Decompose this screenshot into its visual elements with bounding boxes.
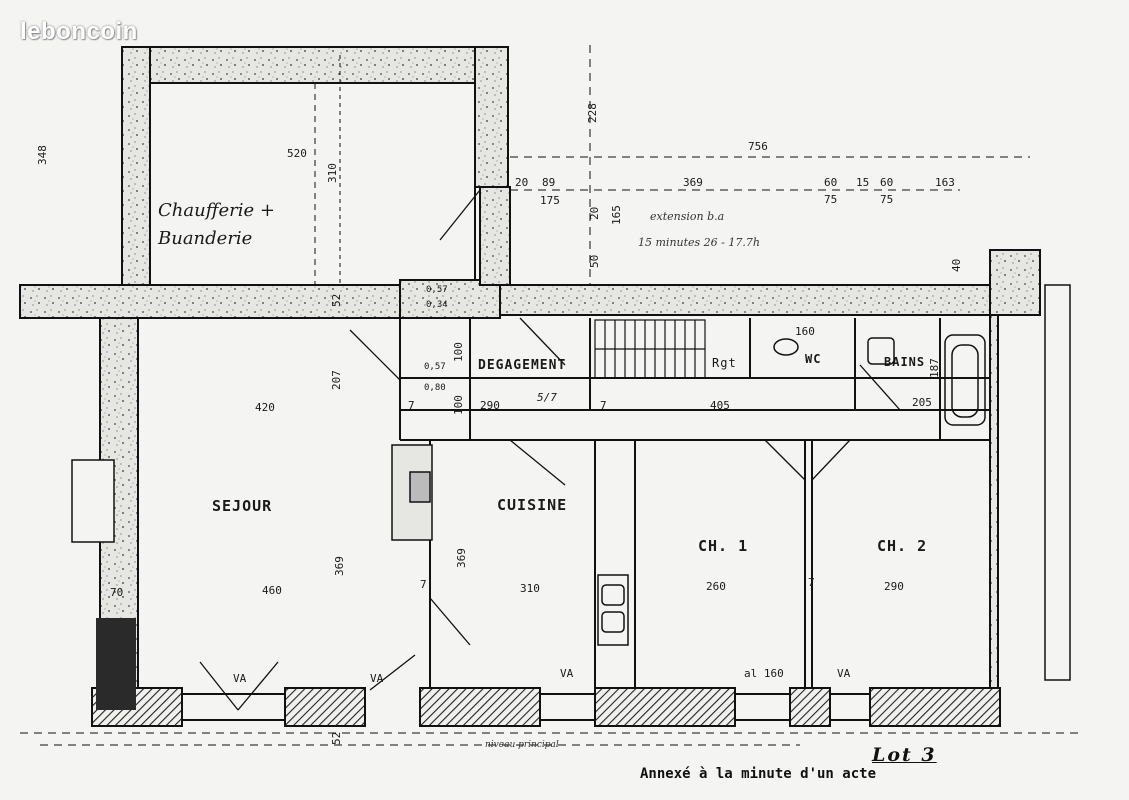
dim-348: 348 bbox=[36, 145, 49, 165]
dim-5-7: 5/7 bbox=[537, 391, 557, 404]
dim-60b: 60 bbox=[880, 176, 894, 189]
chaufferie-label-line1: Chaufferie + bbox=[158, 200, 275, 221]
dim-89: 89 bbox=[542, 176, 556, 189]
bottom-wall bbox=[91, 687, 1001, 727]
window-va-1: VA bbox=[233, 672, 247, 685]
dim-228: 228 bbox=[586, 103, 599, 123]
dim-60a: 60 bbox=[824, 176, 838, 189]
dim-7b: 7 bbox=[600, 399, 607, 412]
bains-label: BAINS bbox=[884, 355, 926, 369]
dim-310-cuisine: 310 bbox=[520, 582, 540, 595]
dim-460: 460 bbox=[262, 584, 282, 597]
door-swings bbox=[199, 189, 901, 711]
dim-405: 405 bbox=[710, 399, 730, 412]
dim-0-57b: 0,57 bbox=[424, 362, 446, 372]
annex-caption: Annexé à la minute d'un acte bbox=[640, 766, 877, 782]
dim-al-160: al 160 bbox=[744, 667, 784, 680]
dim-75b: 75 bbox=[880, 193, 894, 206]
dim-0-80: 0,80 bbox=[424, 383, 446, 393]
dim-369-sejour: 369 bbox=[333, 556, 346, 576]
dim-420: 420 bbox=[255, 401, 275, 414]
dim-100b: 100 bbox=[452, 395, 465, 415]
sejour-label: SEJOUR bbox=[212, 497, 273, 515]
dim-165: 165 bbox=[610, 205, 623, 225]
handwritten-note-2: 15 minutes 26 - 17.7h bbox=[638, 236, 760, 249]
window-va-2: VA bbox=[370, 672, 384, 685]
bottom-scribble: niveau principal bbox=[485, 740, 559, 750]
dim-0-34: 0,34 bbox=[426, 300, 448, 310]
dim-100a: 100 bbox=[452, 342, 465, 362]
dim-205: 205 bbox=[912, 396, 932, 409]
window-va-3: VA bbox=[560, 667, 574, 680]
dim-310: 310 bbox=[326, 163, 339, 183]
chaufferie-label-line2: Buanderie bbox=[158, 228, 253, 249]
wc-label: WC bbox=[805, 352, 822, 366]
dim-163: 163 bbox=[935, 176, 955, 189]
dim-20v: 20 bbox=[588, 206, 601, 220]
lot-number: Lot 3 bbox=[872, 744, 937, 766]
cuisine-label: CUISINE bbox=[497, 496, 568, 514]
dim-290a: 290 bbox=[480, 399, 500, 412]
dim-20: 20 bbox=[515, 176, 529, 189]
leboncoin-watermark: leboncoin bbox=[20, 18, 138, 45]
dim-175: 175 bbox=[540, 194, 560, 207]
chaufferie-room bbox=[149, 82, 476, 286]
dark-pillar bbox=[96, 618, 136, 710]
dim-0-57: 0,57 bbox=[426, 285, 448, 295]
ch2-label: CH. 2 bbox=[877, 537, 928, 555]
dim-369-cuisine: 369 bbox=[455, 548, 468, 568]
dim-50: 50 bbox=[588, 254, 601, 268]
fixtures bbox=[71, 284, 1071, 681]
handwritten-note-1: extension b.a bbox=[650, 210, 725, 223]
dim-75a: 75 bbox=[824, 193, 838, 206]
dim-290b: 290 bbox=[884, 580, 904, 593]
staircase bbox=[594, 319, 706, 379]
dim-7c: 7 bbox=[808, 576, 815, 589]
dim-52: 52 bbox=[330, 293, 343, 307]
dim-40: 40 bbox=[950, 258, 963, 272]
dim-160: 160 bbox=[795, 325, 815, 338]
dim-52-bottom: 52 bbox=[330, 731, 343, 745]
dim-520: 520 bbox=[287, 147, 307, 160]
dim-7d: 7 bbox=[420, 578, 427, 591]
dim-70: 70 bbox=[110, 586, 124, 599]
dim-7a: 7 bbox=[408, 399, 415, 412]
dim-369-top: 369 bbox=[683, 176, 703, 189]
dimension-lines bbox=[20, 45, 1080, 746]
degagement-label: DEGAGEMENT bbox=[478, 358, 567, 373]
rgt-label: Rgt bbox=[712, 356, 737, 370]
ch1-label: CH. 1 bbox=[698, 537, 749, 555]
dim-15: 15 bbox=[856, 176, 870, 189]
window-va-4: VA bbox=[837, 667, 851, 680]
dim-260: 260 bbox=[706, 580, 726, 593]
dim-207: 207 bbox=[330, 370, 343, 390]
dim-187: 187 bbox=[928, 358, 941, 378]
chaufferie-walls bbox=[121, 46, 509, 286]
dim-756: 756 bbox=[748, 140, 768, 153]
